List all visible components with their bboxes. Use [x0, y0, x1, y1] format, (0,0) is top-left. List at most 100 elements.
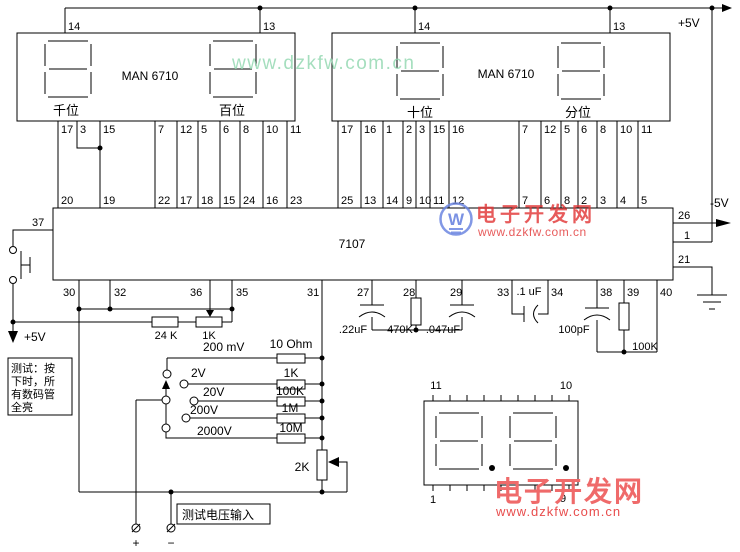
switch-contact-200mv[interactable] — [162, 369, 172, 379]
switch-contact-2000v[interactable] — [161, 423, 171, 433]
decimal-point — [489, 465, 495, 471]
right-driver-pin-1: 13 — [364, 195, 376, 207]
cap-047uf-plates — [448, 304, 476, 318]
seven-segment-digit — [557, 42, 605, 100]
right-driver-pin-5: 11 — [433, 195, 444, 207]
cap-01uf-label: .1 uF — [516, 286, 541, 298]
switch-contact-200v[interactable] — [181, 413, 191, 423]
left-display-pin-2: 15 — [103, 124, 115, 136]
right-driver-pin-4: 10 — [419, 195, 431, 207]
right-display-pin-7: 7 — [522, 124, 528, 136]
potentiometer-1k — [195, 316, 223, 328]
watermark-bottom-name: 电子开发网 — [494, 475, 644, 507]
cap-100pf-plates — [583, 307, 611, 321]
resistor-100k-label: 100K — [276, 384, 304, 398]
left-display-pin-5: 5 — [201, 124, 207, 136]
plus5-left-arrow — [8, 331, 18, 343]
pinout-body — [423, 400, 579, 486]
test-note-line1: 测试：按 — [11, 361, 55, 375]
resistor-10ohm-label: 10 Ohm — [270, 337, 313, 351]
ic-bottom-pin-7: 29 — [450, 287, 462, 299]
left-display-pin-4: 12 — [180, 124, 192, 136]
logo-underline — [449, 228, 463, 234]
left-driver-pin-4: 18 — [201, 195, 213, 207]
junction-dot — [168, 489, 174, 495]
junction-dot — [107, 306, 113, 312]
resistor-100k — [618, 302, 630, 331]
left-display-pin-9: 11 — [290, 124, 301, 136]
junction-dot — [97, 145, 103, 151]
pinout-bottom-ticks — [432, 485, 570, 491]
ic-bottom-pin-4: 31 — [307, 287, 319, 299]
reference-network: 24 K 1K — [13, 280, 235, 492]
right-display-module: MAN 6710 十位 分位 — [331, 32, 671, 122]
ic-bottom-pin-6: 28 — [403, 287, 415, 299]
resistor-10ohm — [276, 353, 306, 364]
left-display-pin-1: 3 — [80, 124, 86, 136]
decimal-point — [563, 465, 569, 471]
right-digit2-label: 分位 — [565, 105, 591, 120]
right-digit1-label: 十位 — [407, 105, 433, 120]
cap-01uf-plates — [523, 304, 539, 324]
left-driver-pin-7: 16 — [266, 195, 278, 207]
test-note: 测试：按 下时，所 有数码管 全亮 — [7, 357, 73, 416]
ic-pin26-label: 26 — [678, 210, 690, 222]
right-display-pin-0: 17 — [341, 124, 353, 136]
range-200v-label: 200V — [190, 403, 218, 417]
right-driver-pin-11: 3 — [600, 195, 606, 207]
cap-047uf-label: .047uF — [426, 324, 461, 336]
plus5-left-label: +5V — [24, 330, 46, 344]
switch-pole[interactable] — [161, 395, 171, 405]
button-contact[interactable] — [9, 276, 17, 284]
right-pin-wires — [673, 222, 727, 310]
pinout-pin11-label: 11 — [430, 380, 441, 392]
left-driver-pin-5: 15 — [223, 195, 235, 207]
right-display-pin-12: 10 — [620, 124, 632, 136]
right-display-model: MAN 6710 — [478, 67, 535, 81]
resistor-100k-divider — [276, 396, 306, 407]
ic-pin1-label: 1 — [684, 230, 690, 242]
plus-terminal-slash — [131, 523, 141, 533]
pinout-pin1-label: 1 — [430, 494, 436, 506]
cap-100pf-label: 100pF — [558, 324, 589, 336]
input-label-box — [176, 503, 271, 525]
cap-22uf-label: .22uF — [339, 324, 367, 336]
left-digit2-label: 百位 — [219, 103, 245, 118]
top-rail-wires — [64, 7, 722, 242]
right-display-pin-6: 16 — [452, 124, 464, 136]
ic-bottom-pin-8: 33 — [497, 287, 509, 299]
pinout-pin10-label: 10 — [560, 380, 572, 392]
potentiometer-2k — [316, 449, 328, 481]
ic-bottom-pin-3: 35 — [236, 287, 248, 299]
ic-bottom-pin-11: 39 — [627, 287, 639, 299]
left-display-pin-7: 8 — [243, 124, 249, 136]
watermark-center-name: 电子开发网 — [476, 202, 596, 226]
pot-2k-wiper-arrow — [328, 457, 339, 467]
right-driver-pin-7: 7 — [522, 195, 528, 207]
switch-contact-2v[interactable] — [179, 379, 189, 389]
minus5-arrow — [716, 219, 731, 227]
junction-dot — [413, 327, 419, 333]
range-200mv-label: 200 mV — [203, 340, 244, 354]
range-divider: 200 mV 2V 20V 200V 2000V 10 Ohm 1K 100K … — [79, 280, 348, 524]
right-display-pin-5: 15 — [433, 124, 445, 136]
left-driver-pin-0: 20 — [61, 195, 73, 207]
resistor-470k — [410, 297, 422, 326]
button-contact[interactable] — [9, 246, 17, 254]
right-driver-pin-9: 8 — [564, 195, 570, 207]
right-display-box — [331, 32, 671, 122]
resistor-10m-label: 10M — [279, 421, 302, 435]
junction-dot — [76, 306, 82, 312]
right-display-pin-8: 12 — [544, 124, 556, 136]
ic-bottom-pin-0: 30 — [63, 287, 75, 299]
right-display-pin-1: 16 — [364, 124, 376, 136]
switch-contact-20v[interactable] — [189, 396, 199, 406]
minus-terminal-slash — [166, 523, 176, 533]
resistor-10m — [276, 433, 306, 444]
